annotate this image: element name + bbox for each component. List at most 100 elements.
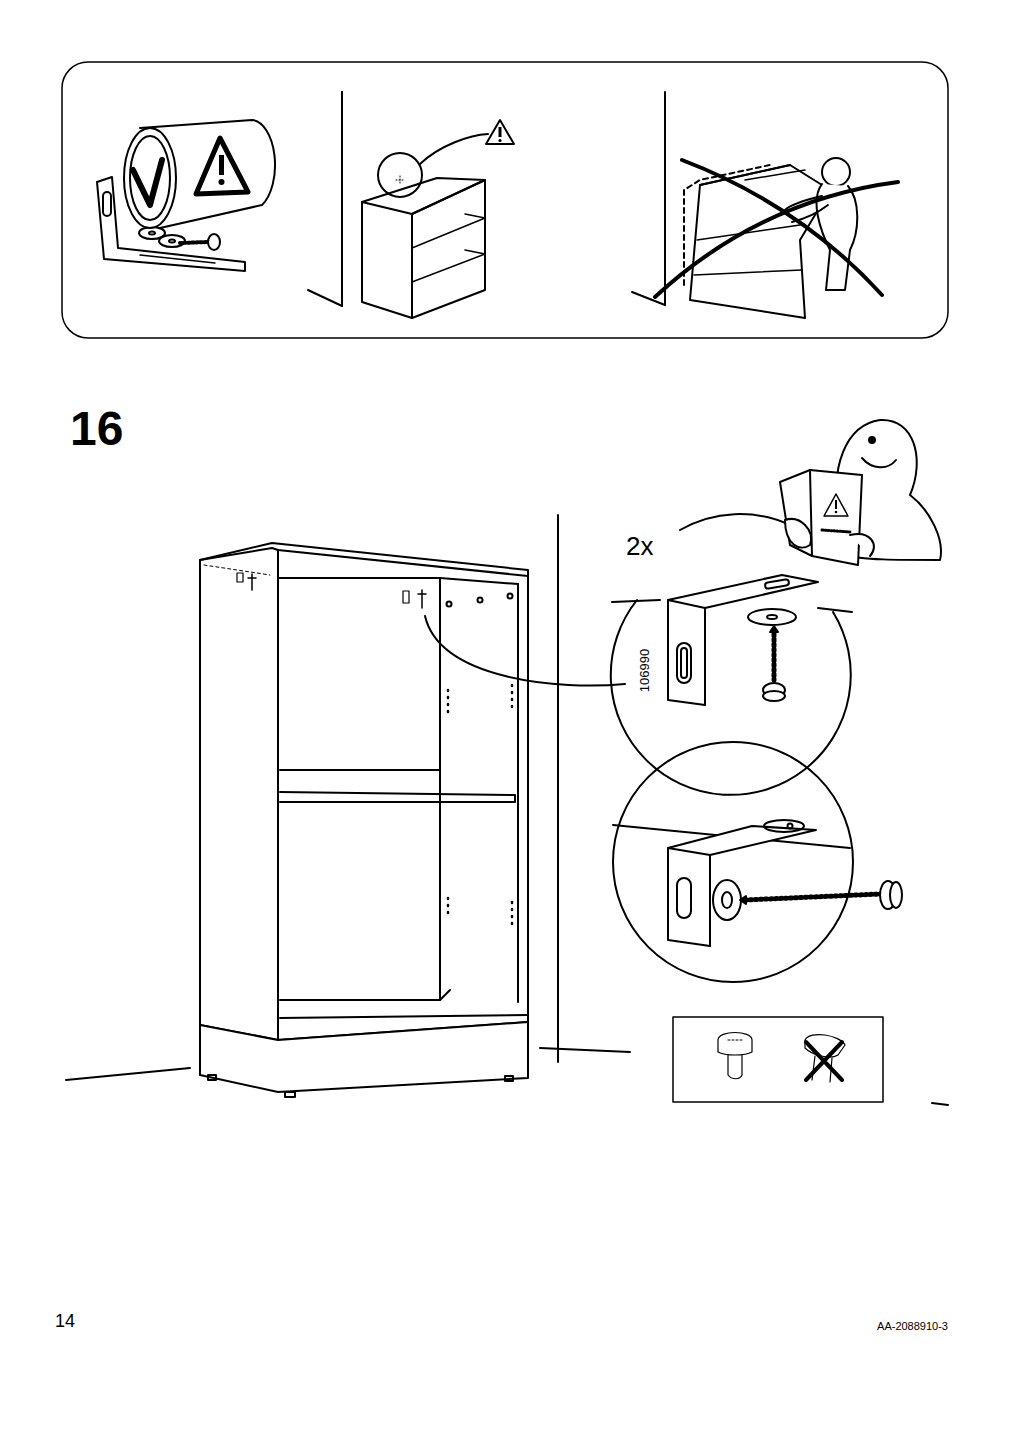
bracket-warning-part <box>103 192 111 216</box>
cabinet-part <box>278 550 528 576</box>
cabinet-part <box>66 1068 190 1080</box>
bracket-detail-wall-part <box>890 882 902 908</box>
warning-panel <box>62 62 948 338</box>
person-reading-manual-part <box>862 458 896 467</box>
bracket-warning-part <box>180 242 208 243</box>
bracket-detail-top-part <box>668 600 705 705</box>
bracket-warning-part <box>133 160 162 205</box>
cabinet-part <box>280 990 450 1000</box>
person-reading-manual-part <box>835 500 837 509</box>
warning-panel-part <box>664 92 666 305</box>
tipping-prohibited-part <box>822 158 850 186</box>
screw-head-check <box>673 1017 883 1102</box>
cabinet-part <box>200 543 528 1040</box>
cabinet-part <box>285 1092 295 1097</box>
tipping-prohibited-part <box>694 270 802 275</box>
bracket-warning-part <box>140 255 215 263</box>
bracket-warning-part <box>196 138 248 194</box>
person-reading-manual-part <box>824 494 848 516</box>
page-number: 14 <box>55 1312 75 1330</box>
cabinet-part <box>280 792 515 802</box>
bracket-warning-part <box>169 240 175 243</box>
bracket-detail-top-part <box>772 634 777 680</box>
cabinet <box>66 515 948 1105</box>
shelf-against-wall-part <box>378 153 422 197</box>
bracket-detail-top-part <box>677 643 691 683</box>
bracket-warning-part <box>124 128 176 228</box>
cabinet-part <box>237 573 243 582</box>
bracket-detail-top-part <box>748 609 796 625</box>
bracket-detail-wall-part <box>613 742 853 982</box>
screw-head-check-part <box>728 1055 742 1079</box>
bracket-detail-top-part <box>765 579 790 589</box>
person-reading-manual-part <box>785 519 811 548</box>
cabinet-part <box>200 548 278 1040</box>
cabinet-part <box>932 1103 948 1105</box>
bracket-detail-wall-part <box>740 896 746 904</box>
shelf-against-wall-part <box>412 214 485 248</box>
cabinet-part <box>280 1015 528 1018</box>
tipping-prohibited-part <box>697 225 800 240</box>
shelf-against-wall-part <box>308 290 342 306</box>
tipping-prohibited-part <box>682 160 882 295</box>
step-number: 16 <box>70 405 123 453</box>
cabinet-part <box>447 602 452 607</box>
bracket-warning-part <box>149 232 155 235</box>
tipping-prohibited-part <box>655 182 898 297</box>
cabinet-part <box>557 515 559 1062</box>
bracket-detail-wall-part <box>713 880 741 920</box>
bracket-detail-wall-part <box>668 848 710 946</box>
bracket-detail-wall-part <box>745 894 880 900</box>
cabinet-part <box>517 584 519 1002</box>
tipping-prohibited <box>632 158 898 318</box>
screw-head-check-part <box>728 1040 742 1041</box>
bracket-detail-wall-part <box>788 824 793 829</box>
cabinet-part <box>208 1075 216 1080</box>
bracket-warning-part <box>130 136 170 220</box>
cabinet-part <box>403 591 409 603</box>
part-number: 106990 <box>638 648 651 691</box>
screw-head-check-part <box>806 1042 842 1080</box>
shelf-against-wall-part <box>362 202 412 318</box>
cabinet-part <box>478 598 483 603</box>
bracket-warning-part <box>219 179 225 185</box>
warning-panel-part <box>62 62 948 338</box>
shelf-against-wall-part <box>412 180 485 318</box>
shelf-against-wall-part <box>341 92 343 306</box>
bracket-detail-top-part <box>668 575 818 608</box>
bracket-detail-top-part <box>763 691 785 701</box>
tipping-prohibited-part <box>745 170 805 180</box>
quantity: 2x <box>626 533 653 559</box>
person-reading-manual-part <box>780 470 862 565</box>
person-reading-manual-part <box>835 511 838 514</box>
bracket-detail-top-part <box>681 648 687 678</box>
shelf-against-wall-part <box>396 176 404 184</box>
shelf-against-wall-part <box>486 120 514 144</box>
bracket-detail-top-part <box>611 600 851 795</box>
cabinet-part <box>448 685 512 925</box>
bracket-detail-top-part <box>770 626 778 632</box>
shelf-against-wall-part <box>420 134 488 164</box>
bracket-detail-wall <box>613 742 902 982</box>
document-code: AA-2088910-3 <box>877 1321 948 1332</box>
cabinet-part <box>200 1022 528 1092</box>
shelf-against-wall-part <box>498 139 501 142</box>
shelf-against-wall-part <box>412 250 485 282</box>
bracket-detail-top-part <box>767 615 777 619</box>
bracket-detail-wall-part <box>764 820 804 832</box>
cabinet-part <box>418 590 426 608</box>
bracket-detail-wall-part <box>722 892 732 908</box>
bracket-warning-part <box>208 234 220 250</box>
cabinet-part <box>540 1048 630 1052</box>
cabinet-part <box>280 770 440 776</box>
person-reading-manual-part <box>869 437 875 443</box>
cabinet-part <box>508 594 513 599</box>
bracket-detail-wall-part <box>677 878 691 918</box>
cabinet-part <box>278 578 518 584</box>
cabinet-part <box>425 616 625 685</box>
cabinet-part <box>248 574 256 590</box>
warning-panel-part <box>341 92 343 306</box>
shelf-against-wall-part <box>499 127 502 137</box>
cabinet-part <box>505 1076 513 1081</box>
